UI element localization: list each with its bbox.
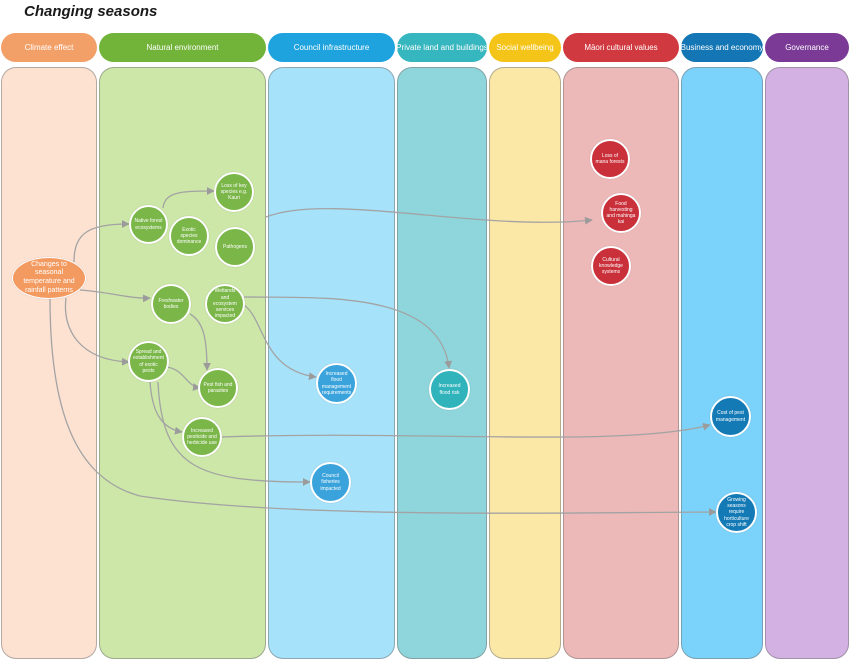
- connector-spread-to-pesticide: [149, 381, 183, 435]
- connector-pesticide-to-pestcost: [221, 422, 711, 438]
- connector-root-to-freshwater: [79, 289, 151, 303]
- column-header-maori-cultural-values: Māori cultural values: [563, 33, 679, 62]
- node-food-harvesting: Food harvesting and mahinga kai: [601, 193, 641, 233]
- connector-native-to-harvest: [265, 207, 593, 225]
- column-header-business-economy: Business and economy: [681, 33, 763, 62]
- column-header-private-land: Private land and buildings: [397, 33, 487, 62]
- node-increased-pesticide: Increased pesticide and herbicide use: [182, 417, 222, 457]
- connector-spread-to-fisheries: [157, 381, 311, 486]
- node-loss-mana-forests: Loss of mana forests: [590, 139, 630, 179]
- column-header-climate-effect: Climate effect: [1, 33, 97, 62]
- node-pest-fish: Pest fish and parasites: [198, 368, 238, 408]
- connector-root-to-native: [73, 220, 130, 263]
- column-climate-effect: [1, 67, 97, 659]
- column-header-natural-environment: Natural environment: [99, 33, 266, 62]
- column-social-wellbeing: [489, 67, 561, 659]
- connector-wetlands-to-floodrisk: [243, 296, 453, 369]
- column-header-governance: Governance: [765, 33, 849, 62]
- connector-root-to-spread: [64, 297, 130, 366]
- node-cultural-knowledge: Cultural knowledge systems: [591, 246, 631, 286]
- connector-spread-to-pestfish: [166, 366, 201, 391]
- connector-wetlands-to-floodmgmt: [243, 304, 317, 380]
- node-cost-pest-management: Cost of pest management: [710, 396, 751, 437]
- column-private-land: [397, 67, 487, 659]
- node-loss-key-species: Loss of key species e.g. Kauri: [214, 172, 254, 212]
- node-freshwater-bodies: Freshwater bodies: [151, 284, 191, 324]
- node-flood-management: Increased flood management requirements: [316, 363, 357, 404]
- column-header-council-infrastructure: Council infrastructure: [268, 33, 395, 62]
- node-growing-seasons: Growing seasons require horticulture cro…: [716, 492, 757, 533]
- page-title: Changing seasons: [24, 3, 158, 20]
- node-spread-exotic-pests: Spread and establishment of exotic pests: [128, 341, 169, 382]
- column-governance: [765, 67, 849, 659]
- node-council-fisheries: Council fisheries impacted: [310, 462, 351, 503]
- node-native-forest: Native forest ecosystems: [129, 205, 168, 244]
- node-flood-risk: Increased flood risk: [429, 369, 470, 410]
- connector-native-to-lossspecies: [162, 187, 215, 209]
- node-wetlands-ecosystem: Wetlands and ecosystem services impacted: [205, 284, 245, 324]
- node-pathogens: Pathogens: [215, 227, 255, 267]
- column-header-social-wellbeing: Social wellbeing: [489, 33, 561, 62]
- node-root-climate-change: Changes to seasonal temperature and rain…: [12, 257, 86, 299]
- connector-root-to-growing: [49, 297, 717, 516]
- connector-freshwater-to-pestfish: [189, 313, 211, 371]
- node-exotic-species: Exotic species dominance: [169, 216, 209, 256]
- column-business-economy: [681, 67, 763, 659]
